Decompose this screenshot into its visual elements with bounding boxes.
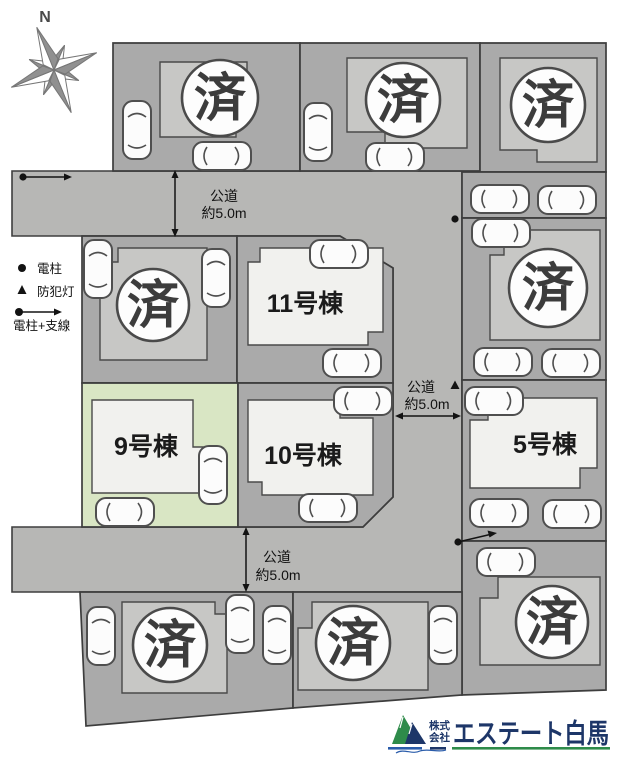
car-icon (322, 348, 382, 378)
car-icon (473, 347, 533, 377)
company-type-line1: 株式 (429, 719, 450, 732)
map-utility-symbols (19, 173, 497, 546)
car-icon (476, 547, 536, 577)
sold-mark: 済 (194, 70, 247, 128)
logo-underline-navy (430, 747, 446, 750)
sold-badge: 済 (131, 606, 209, 684)
company-type-line2: 会社 (429, 731, 450, 744)
car-icon (471, 218, 531, 248)
car-icon (198, 445, 228, 505)
car-icon (95, 497, 155, 527)
road-top-label-line2: 約5.0m (201, 205, 246, 221)
sold-mark: 済 (127, 277, 180, 335)
compass-north-label: N (39, 9, 51, 26)
lot-11-label: 11号棟 (267, 290, 344, 318)
car-icon (365, 142, 425, 172)
sold-mark: 済 (522, 260, 575, 318)
car-icon (192, 141, 252, 171)
car-icon (428, 605, 458, 665)
lot-9-label: 9号棟 (114, 433, 179, 461)
lot-10-label: 10号棟 (264, 442, 343, 470)
car-icon (303, 102, 333, 162)
logo-signature-flourish (395, 749, 447, 754)
legend-power-pole-icon (18, 264, 26, 272)
road-middle-annotation: 公道 約5.0m (395, 379, 461, 420)
pole-with-guy-wire-icon (19, 173, 72, 181)
car-icon (333, 386, 393, 416)
car-icon (298, 493, 358, 523)
car-icon (83, 239, 113, 299)
car-icon (537, 185, 597, 215)
pole-with-guy-wire-icon (454, 530, 497, 546)
legend-guy-wire-label: 電柱+支線 (13, 318, 71, 333)
road-bottom-label-line2: 約5.0m (255, 567, 300, 583)
car-icon (469, 498, 529, 528)
car-icon (201, 248, 231, 308)
lot-5-label: 5号棟 (513, 431, 578, 459)
road-middle-label-line1: 公道 (407, 379, 435, 395)
sold-mark: 済 (522, 77, 575, 135)
sold-badge: 済 (364, 61, 442, 139)
map-legend: 電柱 防犯灯 電柱+支線 (13, 261, 75, 333)
logo-underline-green (452, 747, 610, 750)
sold-mark: 済 (526, 594, 579, 652)
car-icon (470, 184, 530, 214)
legend-power-pole-label: 電柱 (37, 261, 62, 276)
road-middle-label-line2: 約5.0m (404, 396, 449, 412)
sold-mark: 済 (377, 72, 430, 130)
car-icon (122, 100, 152, 160)
road-top-label-line1: 公道 (210, 188, 238, 204)
sold-mark: 済 (144, 617, 197, 675)
sold-badges: 済 済 済 済 済 済 済 済 (115, 58, 590, 684)
compass-rose: N (11, 9, 97, 113)
sold-badge: 済 (180, 58, 260, 138)
power-pole-icon (451, 215, 459, 223)
sold-badge: 済 (514, 584, 590, 660)
sold-mark: 済 (327, 615, 380, 673)
legend-security-light-label: 防犯灯 (37, 284, 75, 299)
legend-security-light-icon (17, 285, 27, 294)
company-logo: 株式 会社 エステート白馬 (388, 715, 610, 754)
car-icon (262, 605, 292, 665)
sold-badge: 済 (507, 247, 589, 329)
car-icon (86, 606, 116, 666)
mountain-logo-icon (392, 715, 426, 744)
sold-badge: 済 (115, 267, 191, 343)
building-11 (247, 247, 384, 346)
road-top-annotation: 公道 約5.0m (171, 170, 247, 237)
company-name: エステート白馬 (453, 718, 609, 749)
road-bottom-annotation: 公道 約5.0m (242, 527, 301, 592)
logo-underline-blue (388, 747, 422, 750)
car-icon (542, 499, 602, 529)
car-icon (225, 594, 255, 654)
car-icon (464, 386, 524, 416)
car-icon (541, 348, 601, 378)
car-icon (309, 239, 369, 269)
road-bottom-label-line1: 公道 (263, 549, 291, 565)
security-light-icon (450, 380, 460, 389)
legend-guy-wire-icon (15, 308, 62, 316)
sold-badge: 済 (509, 66, 587, 144)
sold-badge: 済 (314, 604, 392, 682)
